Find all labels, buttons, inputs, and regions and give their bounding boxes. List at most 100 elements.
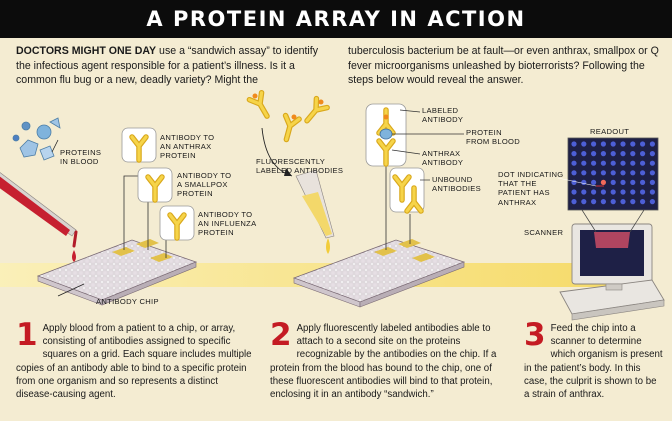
readout-dot bbox=[640, 179, 646, 185]
step-2: 2 Apply fluorescently labeled antibodies… bbox=[270, 317, 504, 401]
readout-dot bbox=[630, 170, 636, 176]
readout-dot bbox=[630, 189, 636, 195]
readout-dot bbox=[649, 179, 656, 185]
step-2-text: Apply fluorescently labeled antibodies a… bbox=[270, 323, 497, 401]
readout-dot bbox=[649, 170, 656, 176]
readout-dot bbox=[591, 170, 597, 176]
readout-connector bbox=[581, 209, 645, 233]
readout-dot bbox=[630, 160, 636, 166]
fluorescent-antibodies bbox=[249, 93, 327, 142]
intro-left: Doctors might one day use a “sandwich as… bbox=[16, 44, 334, 88]
readout-dot bbox=[581, 179, 587, 185]
blood-proteins bbox=[12, 117, 61, 161]
readout-dot bbox=[600, 199, 607, 205]
readout-dot bbox=[571, 141, 577, 147]
readout-dot bbox=[610, 199, 616, 205]
readout-dot bbox=[591, 141, 597, 147]
label-scanner: SCANNER bbox=[524, 228, 564, 237]
step-2-number: 2 bbox=[270, 317, 292, 353]
antibody-chip bbox=[36, 239, 198, 301]
readout-dot bbox=[620, 189, 626, 195]
step-3-text: Feed the chip into a scanner to determin… bbox=[524, 323, 663, 401]
step-3: 3 Feed the chip into a scanner to determ… bbox=[524, 317, 664, 401]
scanner-device bbox=[559, 223, 665, 321]
blood-pipette bbox=[0, 172, 78, 262]
readout-dot bbox=[571, 151, 577, 157]
readout-dot bbox=[610, 160, 616, 166]
readout-dot bbox=[610, 189, 616, 195]
readout-dot bbox=[649, 189, 656, 195]
readout-dot bbox=[600, 189, 607, 195]
readout-dot bbox=[610, 141, 616, 147]
readout-dot bbox=[649, 160, 656, 166]
readout-dot bbox=[571, 170, 577, 176]
readout-dot bbox=[581, 170, 587, 176]
readout-dot bbox=[610, 170, 616, 176]
readout-dot bbox=[620, 179, 626, 185]
step-1-number: 1 bbox=[16, 317, 38, 353]
readout-dot bbox=[591, 179, 597, 185]
readout-dot bbox=[571, 179, 577, 185]
readout-dot bbox=[620, 141, 626, 147]
readout-dot bbox=[600, 151, 607, 157]
readout-dot bbox=[630, 151, 636, 157]
readout-dot bbox=[571, 199, 577, 205]
readout-dot bbox=[640, 151, 646, 157]
chip-squares bbox=[112, 239, 173, 262]
label-antibody-chip: ANTIBODY CHIP bbox=[96, 297, 159, 306]
readout-dot bbox=[581, 199, 587, 205]
step-1-text: Apply blood from a patient to a chip, or… bbox=[16, 323, 252, 401]
readout-dot bbox=[640, 189, 646, 195]
readout-dot bbox=[630, 199, 636, 205]
readout-dot bbox=[649, 199, 656, 205]
step-1: 1 Apply blood from a patient to a chip, … bbox=[16, 317, 252, 401]
readout-dot bbox=[591, 160, 597, 166]
page-title: A PROTEIN ARRAY IN ACTION bbox=[0, 0, 672, 38]
readout-dot bbox=[640, 160, 646, 166]
readout-dot bbox=[600, 160, 607, 166]
readout-dot bbox=[649, 141, 656, 147]
readout-dot bbox=[610, 179, 616, 185]
readout-dot bbox=[620, 151, 626, 157]
step-3-number: 3 bbox=[524, 317, 546, 353]
readout-dot bbox=[591, 189, 597, 195]
readout-dot bbox=[620, 199, 626, 205]
readout-dot bbox=[581, 189, 587, 195]
readout-dot bbox=[640, 199, 646, 205]
intro-left-text: use a “sandwich assay” to identify the i… bbox=[16, 45, 319, 86]
readout-dot bbox=[630, 179, 636, 185]
chip-step-2 bbox=[292, 239, 466, 303]
readout-dot bbox=[591, 151, 597, 157]
antibody-callouts-1 bbox=[121, 127, 195, 240]
readout-dot bbox=[620, 160, 626, 166]
sandwich-callout bbox=[365, 103, 425, 212]
readout-anthrax-dot bbox=[600, 179, 607, 185]
readout-dot bbox=[649, 151, 656, 157]
readout-dot bbox=[581, 151, 587, 157]
readout-dot bbox=[640, 141, 646, 147]
readout-dot bbox=[620, 170, 626, 176]
readout-dot bbox=[600, 141, 607, 147]
intro-lead: Doctors might one day bbox=[16, 45, 157, 57]
intro-right: tuberculosis bacterium be at fault—or ev… bbox=[348, 45, 659, 86]
fluorescent-pipette bbox=[295, 169, 335, 254]
label-readout: READOUT bbox=[590, 127, 630, 136]
readout-dot bbox=[600, 170, 607, 176]
readout-dot bbox=[581, 160, 587, 166]
readout-dot bbox=[571, 160, 577, 166]
readout-dot bbox=[591, 199, 597, 205]
readout-panel bbox=[567, 137, 659, 211]
readout-dot bbox=[630, 141, 636, 147]
